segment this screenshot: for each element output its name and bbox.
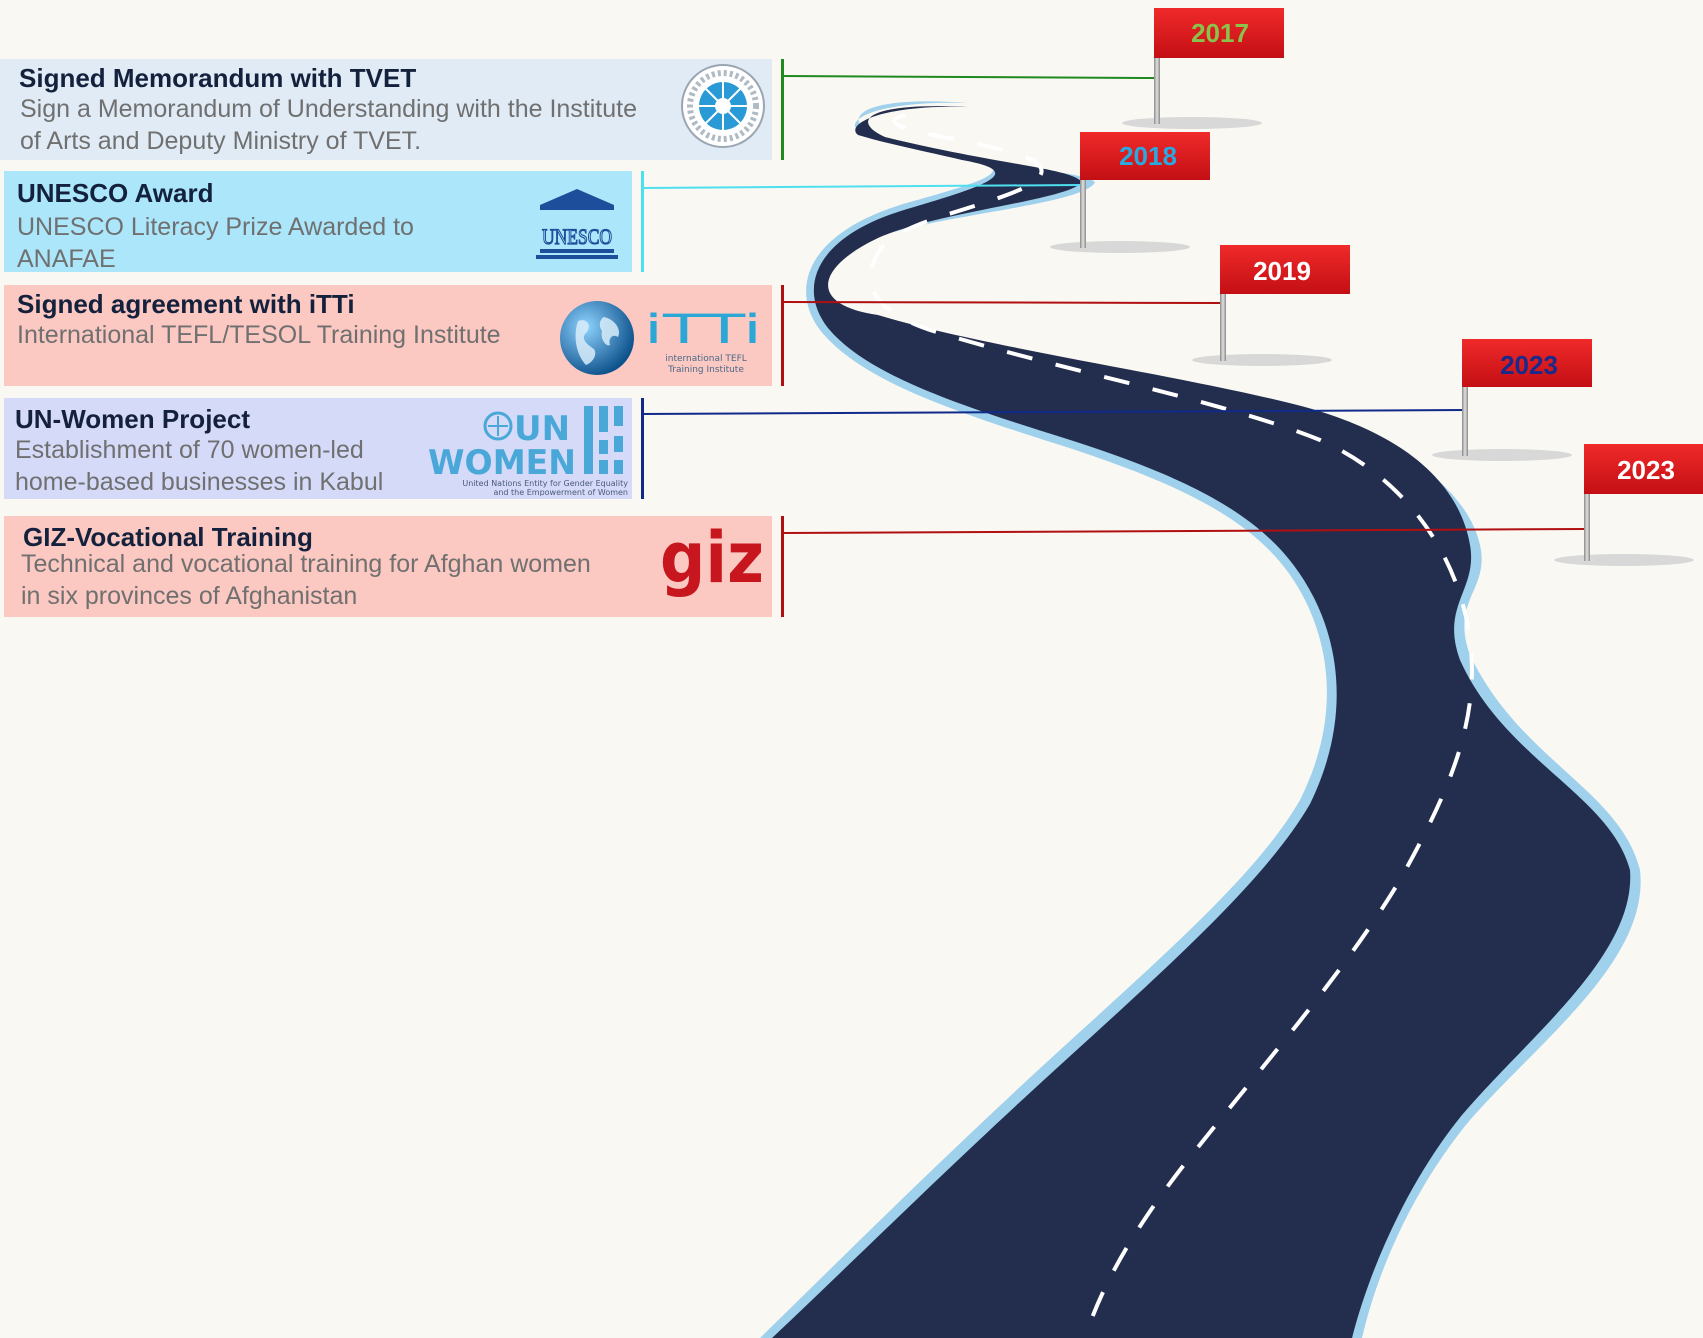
card-description-line1: International TEFL/TESOL Training Instit… — [17, 321, 501, 349]
card-description-line1: UNESCO Literacy Prize Awarded to — [17, 213, 414, 241]
card-title: Signed agreement with iTTi — [17, 289, 355, 319]
card-description-line1: Technical and vocational training for Af… — [21, 550, 591, 578]
itti-globe-logo — [558, 299, 636, 377]
milestone-card-giz: GIZ-Vocational Training Technical and vo… — [4, 516, 772, 617]
flag-2017 — [1122, 8, 1284, 129]
year-label-2018: 2018 — [1119, 141, 1177, 171]
connector-line-2017 — [782, 75, 1155, 79]
unesco-logo-text: UNESCO — [542, 224, 612, 249]
un-emblem-icon — [483, 411, 513, 441]
year-label-2017: 2017 — [1191, 18, 1249, 48]
milestone-card-itti: Signed agreement with iTTi International… — [4, 285, 772, 386]
flag-2018 — [1050, 132, 1210, 253]
un-women-symbol-icon — [584, 406, 623, 474]
card-description-line2: ANAFAE — [17, 245, 116, 272]
connector-line-2019 — [782, 301, 1223, 304]
itti-logo-subtitle-2: Training Institute — [667, 365, 744, 375]
un-women-logo-subtitle-2: and the Empowerment of Women — [493, 488, 628, 496]
connector-line-2023b — [782, 528, 1587, 534]
giz-logo: giz — [658, 517, 766, 610]
card-border-itti — [781, 285, 784, 386]
flag-2019 — [1192, 245, 1350, 366]
card-border-unesco — [641, 171, 644, 272]
card-description-line2: of Arts and Deputy Ministry of TVET. — [20, 127, 422, 155]
card-description-line1: Sign a Memorandum of Understanding with … — [20, 95, 638, 123]
year-label-2019: 2019 — [1253, 256, 1311, 286]
itti-logo: iTTi international TEFL Training Institu… — [640, 307, 766, 377]
card-title: Signed Memorandum with TVET — [19, 63, 417, 93]
un-women-logo-un: UN — [514, 409, 570, 449]
milestone-card-tvet: Signed Memorandum with TVET Sign a Memor… — [0, 59, 772, 160]
un-women-logo: UN WOMEN United Nations Entity for Gende… — [424, 404, 632, 497]
milestone-card-un-women: UN-Women Project Establishment of 70 wom… — [4, 398, 632, 499]
year-label-2023-giz: 2023 — [1617, 455, 1675, 485]
card-border-un-women — [641, 398, 644, 499]
card-description-line2: home-based businesses in Kabul — [15, 468, 384, 496]
card-description-line2: in six provinces of Afghanistan — [21, 582, 358, 610]
card-title: GIZ-Vocational Training — [23, 522, 313, 552]
unesco-logo: UNESCO — [534, 187, 620, 263]
road-surface — [772, 106, 1631, 1338]
connector-line-2023a — [642, 409, 1465, 415]
connector-line-2018 — [642, 184, 1081, 189]
card-description-line1: Establishment of 70 women-led — [15, 436, 364, 464]
milestone-card-unesco: UNESCO Award UNESCO Literacy Prize Award… — [4, 171, 632, 272]
un-women-logo-women: WOMEN — [428, 443, 576, 483]
un-women-logo-subtitle-1: United Nations Entity for Gender Equalit… — [462, 479, 628, 488]
itti-logo-subtitle-1: international TEFL — [665, 354, 747, 364]
card-title: UNESCO Award — [17, 178, 214, 208]
card-title: UN-Women Project — [15, 404, 250, 434]
card-border-giz — [781, 516, 784, 617]
year-label-2023-un-women: 2023 — [1500, 350, 1558, 380]
flag-2023a — [1432, 339, 1592, 461]
itti-logo-text: iTTi — [644, 307, 762, 353]
tvet-seal-logo — [680, 63, 766, 149]
road-center-dashes — [868, 113, 1474, 1338]
giz-logo-text: giz — [660, 520, 764, 599]
card-border-tvet — [781, 59, 784, 160]
flag-2023b — [1554, 444, 1703, 566]
